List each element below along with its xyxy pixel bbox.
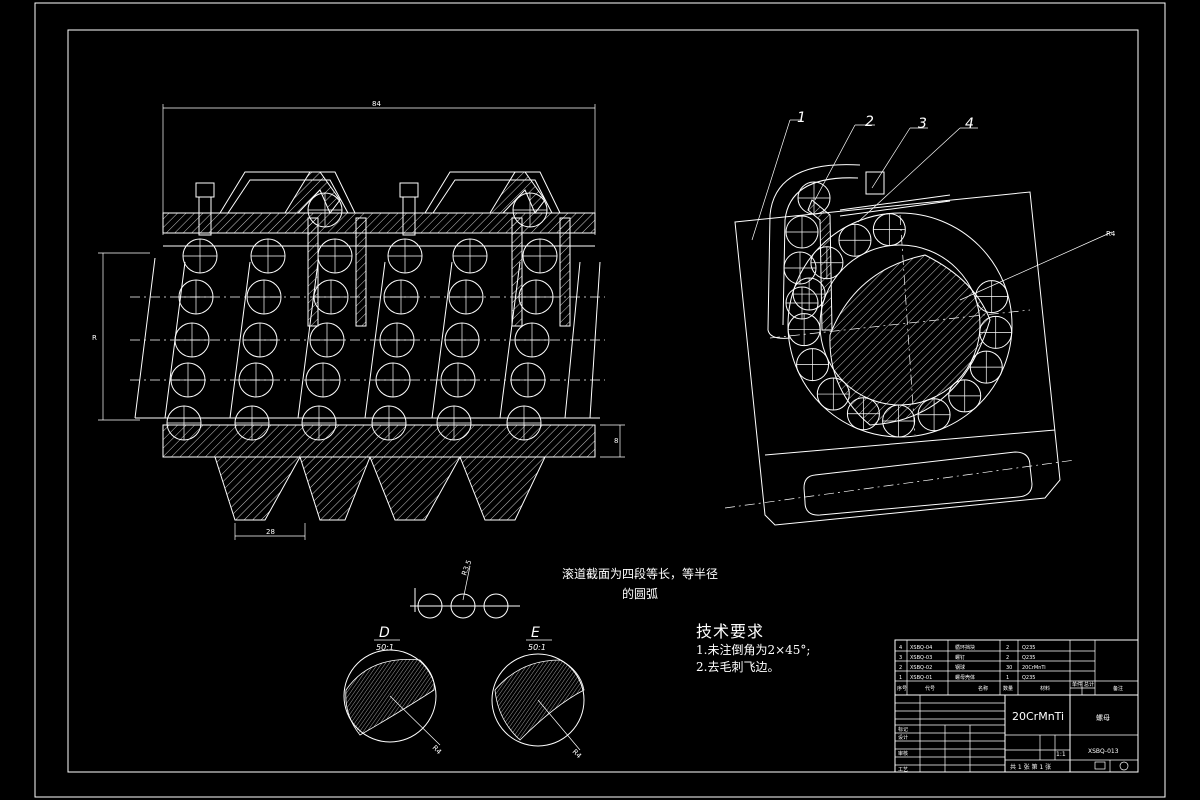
leader-label-2: 2 [865,114,874,130]
tech-requirements: 技术要求 1.未注倒角为2×45°; 2.去毛刺飞边。 [696,623,810,676]
title-material: 20CrMnTi [1012,710,1064,723]
dim-bottom-label: 28 [266,528,275,536]
parts-cell: 备注 [1113,685,1123,692]
detail-e-letter: E [531,625,540,641]
detail-d-letter: D [379,625,390,641]
role-mark: 标记 [898,726,908,733]
leader-label-1: 1 [797,110,806,126]
title-sheet: 共 1 张 第 1 张 [1010,763,1051,771]
detail-view-e: E 50:1 R4 [491,625,585,761]
raceway-note-line2: 的圆弧 [621,587,658,601]
balls-left [166,192,558,441]
tech-req-item-1: 1.未注倒角为2×45°; [696,643,811,657]
parts-cell: 螺母壳体 [955,674,975,681]
tech-req-item-2: 2.去毛刺飞边。 [696,660,780,674]
leader-label-4: 4 [965,116,974,132]
role-design: 设计 [898,734,908,741]
dim-left-label: R [92,334,97,342]
title-part-name: 螺母 [1096,713,1110,722]
parts-cell: 2 [899,665,902,671]
parts-cell: 1 [1006,675,1009,681]
role-review: 审核 [898,750,908,757]
detail-e-dim: R4 [571,748,584,761]
parts-cell: XSBQ-02 [910,665,932,671]
dim-top-label: 84 [372,100,381,108]
parts-cell: Q235 [1022,655,1035,661]
parts-cell: 总计 [1084,681,1094,688]
parts-cell: 单件 [1072,681,1082,688]
parts-cell: 名称 [978,685,988,692]
parts-cell: 循环挡块 [955,644,975,651]
dim-right-small-label: 8 [614,437,618,445]
detail-d-scale: 50:1 [376,643,394,652]
parts-cell: 2 [1006,655,1009,661]
title-drawing-no: XSBQ-013 [1088,748,1119,755]
parts-cell: 序号 [897,685,907,692]
parts-cell: XSBQ-01 [910,675,932,681]
leader-label-3: 3 [918,116,927,132]
title-scale: 1:1 [1056,751,1066,758]
parts-cell: 4 [899,645,902,651]
role-process: 工艺 [898,767,908,773]
parts-cell: 2 [1006,645,1009,651]
parts-cell: Q235 [1022,645,1035,651]
outer-border [34,2,1166,798]
detail-e-scale: 50:1 [528,643,546,652]
nut-section-view: 84 R [92,100,625,540]
parts-cell: 代号 [925,685,935,692]
detail-view-d: D 50:1 R4 [343,625,444,757]
parts-cell: 20CrMnTi [1022,665,1046,671]
dim-radius-main: R4 [1106,230,1116,238]
parts-cell: XSBQ-03 [910,655,932,661]
inner-border [67,29,1139,773]
parts-cell: XSBQ-04 [910,645,932,651]
raceway-section: R3.5 [410,559,520,619]
parts-cell: 1 [899,675,902,681]
parts-cell: 数量 [1003,685,1013,692]
parts-cell: 3 [899,655,902,661]
detail-d-dim: R4 [431,744,444,757]
raceway-note: 滚道截面为四段等长，等半径 的圆弧 [560,564,720,604]
parts-cell: 钢球 [955,664,965,671]
parts-cell: 螺钉 [955,654,965,661]
parts-cell: 30 [1006,665,1012,671]
tech-req-title: 技术要求 [696,622,765,641]
parts-cell: Q235 [1022,675,1035,681]
raceway-note-line1: 滚道截面为四段等长，等半径 [561,567,718,581]
nut-side-view: 1 2 3 4 R4 [724,110,1116,526]
parts-cell: 材料 [1040,685,1050,692]
dim-ball-label: R3.5 [460,559,473,577]
balls-right [783,181,1013,438]
